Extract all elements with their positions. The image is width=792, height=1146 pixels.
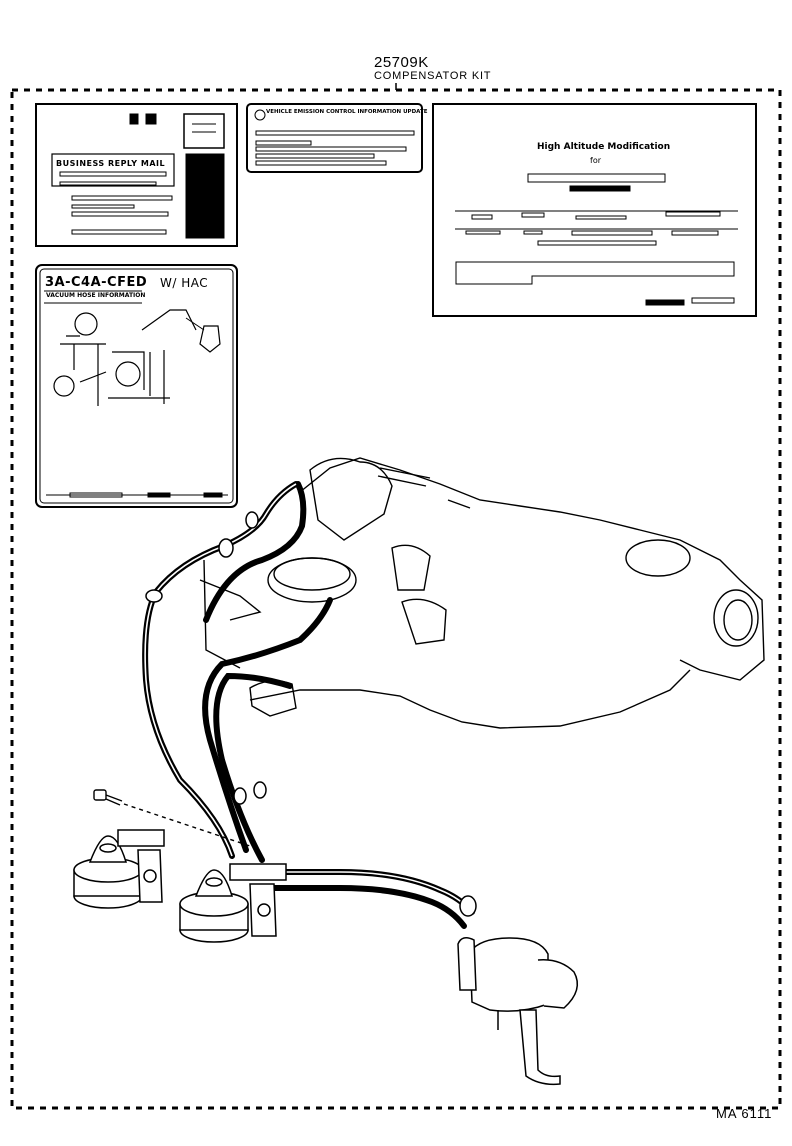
reply-card-heading: BUSINESS REPLY MAIL bbox=[56, 159, 166, 168]
modification-title: High Altitude Modification bbox=[537, 142, 671, 152]
hose-clamps bbox=[145, 511, 477, 917]
modification-label bbox=[432, 103, 757, 317]
emission-label-caption: VEHICLE EMISSION CONTROL INFORMATION UPD… bbox=[266, 109, 428, 115]
vacuum-switching-valve bbox=[457, 937, 579, 1086]
engine-code: 3A-C4A-CFED bbox=[45, 275, 148, 290]
vacuum-hose-caption: VACUUM HOSE INFORMATION bbox=[46, 292, 146, 299]
mounting-bolt bbox=[93, 789, 251, 847]
emission-info-label bbox=[246, 103, 423, 173]
hac-valve-center bbox=[179, 863, 287, 943]
part-name: COMPENSATOR KIT bbox=[374, 70, 492, 82]
hac-valve-left bbox=[73, 829, 165, 909]
part-number: 25709K bbox=[374, 54, 429, 71]
hac-variant: W/ HAC bbox=[160, 276, 209, 290]
hose-inner-lines bbox=[144, 483, 473, 913]
reply-card bbox=[35, 103, 238, 247]
kit-boundary bbox=[10, 83, 782, 1110]
vacuum-hose-label bbox=[35, 264, 238, 508]
modification-subtitle: for bbox=[590, 156, 601, 165]
figure-code: MA 6111 bbox=[716, 1106, 773, 1121]
